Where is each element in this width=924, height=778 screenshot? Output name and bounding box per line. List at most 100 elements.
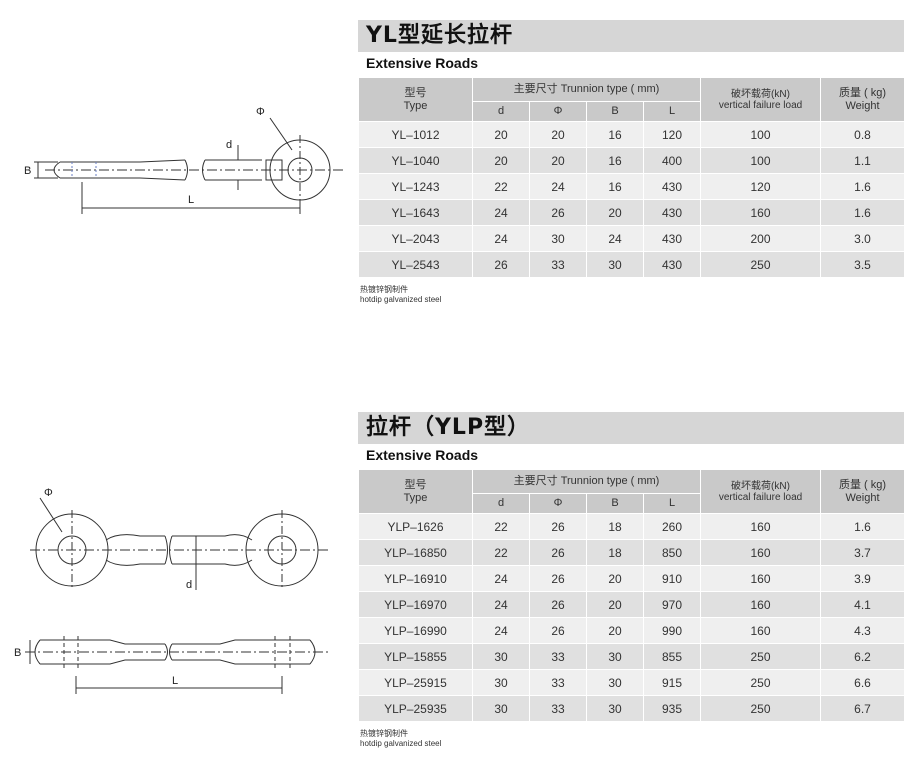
b-cell: 16 [586, 173, 644, 200]
weight-cell: 4.3 [820, 617, 905, 644]
l-cell: 915 [643, 669, 701, 696]
b-cell: 24 [586, 225, 644, 252]
load-cell: 100 [700, 147, 821, 174]
ylp-b-label: B [14, 647, 21, 659]
weight-cell: 1.1 [820, 147, 905, 174]
phi-cell: 24 [529, 173, 587, 200]
weight-cell: 3.7 [820, 539, 905, 566]
phi-cell: 26 [529, 565, 587, 592]
d-dim-label: d [226, 139, 232, 151]
d-cell: 26 [472, 251, 530, 278]
weight-cell: 3.5 [820, 251, 905, 278]
weight-cell: 1.6 [820, 513, 905, 540]
l-cell: 400 [643, 147, 701, 174]
d-cell: 24 [472, 199, 530, 226]
load-cell: 200 [700, 225, 821, 252]
l-cell: 430 [643, 225, 701, 252]
l-cell: 910 [643, 565, 701, 592]
ylp-spec-table: 型号 Type 主要尺寸 Trunnion type ( mm) 破坏载荷(kN… [358, 469, 905, 722]
type-cell: YLP–25935 [358, 695, 473, 722]
b-cell: 20 [586, 617, 644, 644]
section-title: YL型延长拉杆 [358, 20, 904, 52]
load-cell: 250 [700, 643, 821, 670]
weight-cell: 6.7 [820, 695, 905, 722]
phi-header: Φ [529, 101, 587, 122]
section-subtitle: Extensive Roads [366, 55, 479, 71]
type-cell: YL–1040 [358, 147, 473, 174]
phi-cell: 30 [529, 225, 587, 252]
ylp-phi-label: Φ [44, 487, 53, 499]
ylp-rod-drawing: Φ d B L [0, 480, 350, 700]
yl-spec-table: 型号 Type 主要尺寸 Trunnion type ( mm) 破坏载荷(kN… [358, 77, 905, 278]
weight-header: 质量 ( kg) Weight [820, 77, 905, 122]
type-cell: YLP–16850 [358, 539, 473, 566]
load-cell: 160 [700, 513, 821, 540]
b-cell: 20 [586, 565, 644, 592]
l-cell: 120 [643, 121, 701, 148]
l-cell: 430 [643, 199, 701, 226]
material-note: 热镀锌钢制件 hotdip galvanized steel [360, 729, 442, 748]
weight-cell: 1.6 [820, 199, 905, 226]
phi-cell: 26 [529, 513, 587, 540]
ylp-section: 拉杆（YLP型） Extensive Roads 型号 Type 主要尺寸 Tr… [358, 412, 905, 749]
section-title: 拉杆（YLP型） [358, 412, 904, 444]
type-cell: YLP–16990 [358, 617, 473, 644]
phi-cell: 33 [529, 695, 587, 722]
yl-section: YL型延长拉杆 Extensive Roads 型号 Type 主要尺寸 Tru… [358, 20, 905, 305]
load-cell: 160 [700, 591, 821, 618]
phi-cell: 26 [529, 591, 587, 618]
d-cell: 30 [472, 695, 530, 722]
b-cell: 30 [586, 669, 644, 696]
l-cell: 430 [643, 173, 701, 200]
d-cell: 22 [472, 513, 530, 540]
type-cell: YL–2043 [358, 225, 473, 252]
b-cell: 18 [586, 539, 644, 566]
d-cell: 30 [472, 643, 530, 670]
type-header: 型号 Type [358, 77, 473, 122]
l-cell: 850 [643, 539, 701, 566]
type-cell: YLP–16970 [358, 591, 473, 618]
load-cell: 250 [700, 251, 821, 278]
type-cell: YLP–25915 [358, 669, 473, 696]
phi-header: Φ [529, 493, 587, 514]
d-cell: 24 [472, 617, 530, 644]
section-subtitle: Extensive Roads [366, 447, 479, 463]
d-cell: 30 [472, 669, 530, 696]
load-cell: 160 [700, 539, 821, 566]
phi-cell: 26 [529, 617, 587, 644]
weight-cell: 4.1 [820, 591, 905, 618]
phi-cell: 33 [529, 643, 587, 670]
b-dim-label: B [24, 165, 31, 177]
load-cell: 250 [700, 669, 821, 696]
l-cell: 935 [643, 695, 701, 722]
weight-cell: 0.8 [820, 121, 905, 148]
ylp-l-label: L [172, 675, 178, 687]
type-cell: YLP–16910 [358, 565, 473, 592]
phi-cell: 33 [529, 251, 587, 278]
dims-group-header: 主要尺寸 Trunnion type ( mm) [472, 77, 701, 102]
load-cell: 160 [700, 565, 821, 592]
load-cell: 160 [700, 199, 821, 226]
phi-cell: 20 [529, 147, 587, 174]
type-cell: YL–1012 [358, 121, 473, 148]
d-header: d [472, 101, 530, 122]
b-cell: 30 [586, 643, 644, 670]
d-cell: 24 [472, 565, 530, 592]
type-cell: YLP–1626 [358, 513, 473, 540]
yl-rod-drawing: B d L Φ [0, 90, 350, 230]
phi-dim-label: Φ [256, 106, 265, 118]
b-cell: 30 [586, 695, 644, 722]
phi-cell: 20 [529, 121, 587, 148]
b-cell: 20 [586, 591, 644, 618]
